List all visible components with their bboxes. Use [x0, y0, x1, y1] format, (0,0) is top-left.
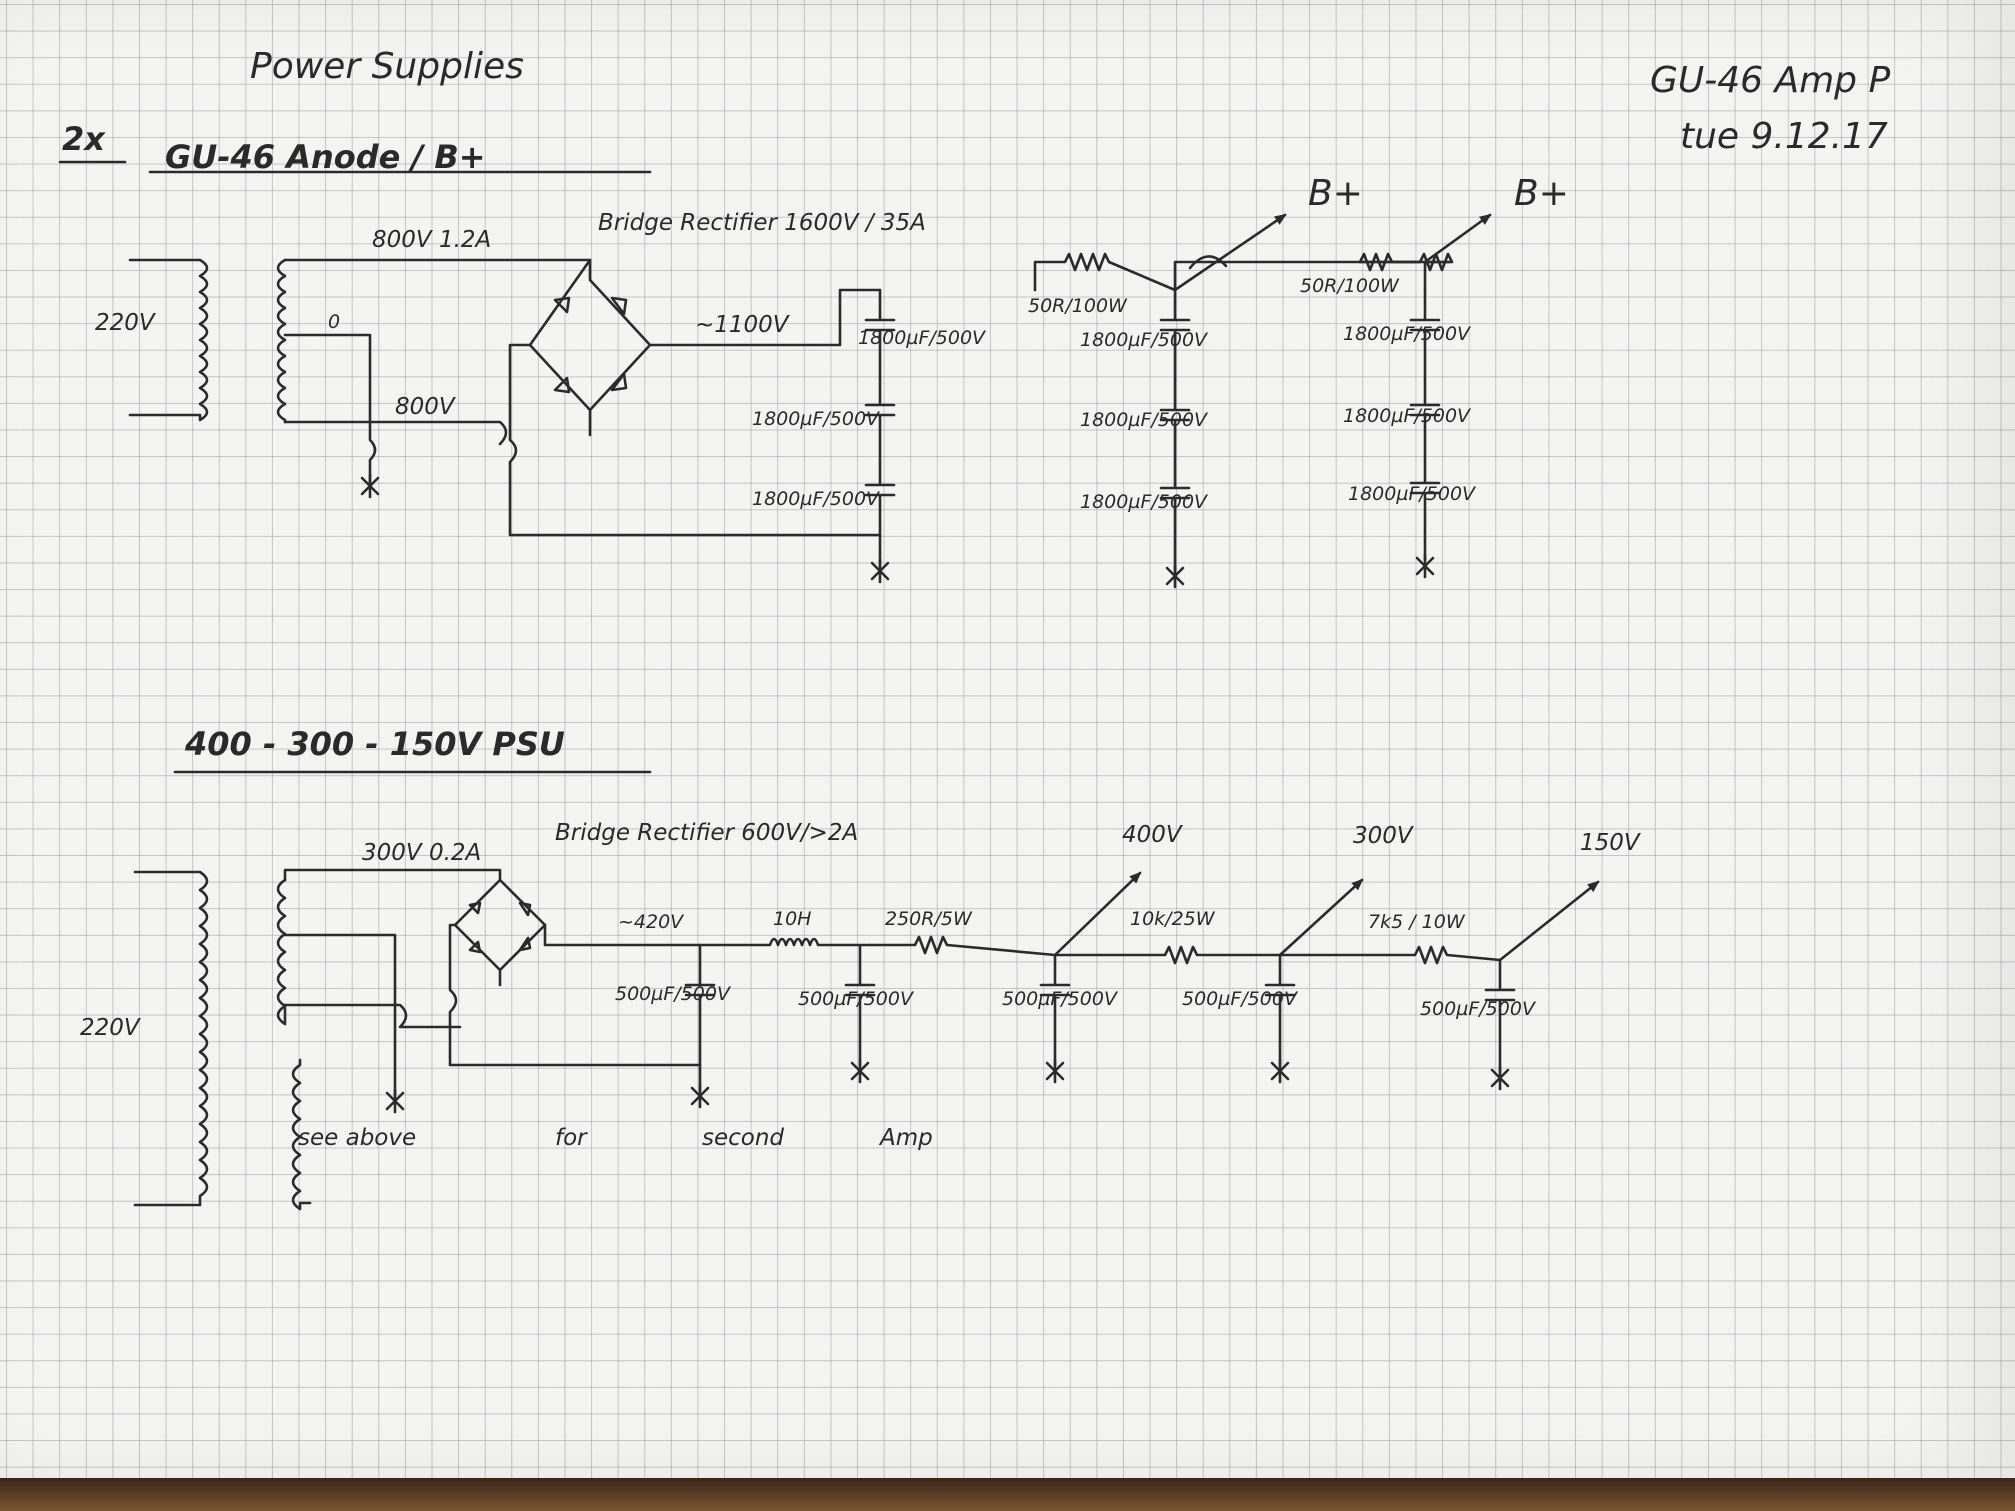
cap-a-label: 500µF/500V [615, 983, 732, 1005]
section1-prefix: 2x [62, 120, 106, 158]
page-title: Power Supplies [250, 46, 524, 87]
cap-stack-2-lines [1159, 288, 1191, 572]
cap3-ground [1415, 553, 1435, 579]
resistor2 [1358, 252, 1427, 292]
cap-d-ground [1270, 1058, 1290, 1084]
t2-primary-coil [133, 870, 209, 1207]
resistor-10k [1053, 945, 1282, 965]
t1-secondary-wiring [283, 258, 592, 484]
cap-b-label: 500µF/500V [798, 988, 915, 1010]
cap2b-label: 1800µF/500V [1080, 409, 1209, 431]
bridge2-output-label: ~420V [618, 911, 685, 933]
cap-e-label: 500µF/500V [1420, 998, 1537, 1020]
cap3c-label: 1800µF/500V [1348, 483, 1477, 505]
cap-d [1264, 953, 1296, 1067]
t1-secondary2-label: 800V [395, 394, 457, 420]
choke-label: 10H [773, 908, 811, 930]
t2-ground [385, 1088, 405, 1114]
t1-primary-label: 220V [95, 310, 157, 336]
bridge-rectifier-1: Bridge Rectifier 1600V / 35A ~1100V [508, 210, 926, 537]
r1-label: 250R/5W [885, 908, 973, 930]
rc-stage-1: 50R/100W 1800µF/500V 1800µF/500V 1800µF/… [1028, 173, 1454, 589]
choke-and-cap-b [698, 937, 876, 1067]
note-see-above: see above [298, 1125, 416, 1151]
cap-c-label: 500µF/500V [1002, 988, 1119, 1010]
cap3b-label: 1800µF/500V [1343, 405, 1472, 427]
cap1c-label: 1800µF/500V [752, 488, 881, 510]
note-amp: Amp [878, 1125, 933, 1151]
cap-a-ground [690, 1083, 710, 1109]
t1-primary-coil [128, 258, 209, 422]
bplus-arrow-2 [1423, 213, 1492, 264]
cap-stack-3-lines [1409, 288, 1441, 562]
cap-stack-1-lines [864, 288, 896, 567]
section2-title: 400 - 300 - 150V PSU [184, 725, 565, 763]
cap1-ground [870, 558, 890, 584]
graph-paper [0, 0, 2015, 1478]
cap-stack-1: 1800µF/500V 1800µF/500V 1800µF/500V [752, 288, 987, 584]
bplus-arrow-1 [1173, 213, 1287, 292]
r3-label: 7k5 / 10W [1368, 911, 1466, 933]
second-amp-coil [291, 1058, 312, 1211]
cap2a-label: 1800µF/500V [1080, 329, 1209, 351]
bridge1-diodes [553, 296, 628, 394]
bplus-label-1: B+ [1308, 173, 1363, 214]
bridge2-diamond [453, 878, 547, 972]
bridge2-label: Bridge Rectifier 600V/>2A [555, 820, 858, 846]
wire-crossover-1 [1188, 255, 1228, 270]
cap2-ground [1165, 563, 1185, 589]
bridge-rectifier-2: Bridge Rectifier 600V/>2A ~420V [448, 820, 858, 1067]
note-second: second [702, 1125, 784, 1151]
out-150-arrow [1498, 880, 1600, 962]
cap-a [684, 943, 716, 1092]
resistor-7k5 [1278, 945, 1502, 965]
resistor2-label: 50R/100W [1300, 275, 1400, 297]
resistor1-label: 50R/100W [1028, 295, 1128, 317]
bplus-label-2: B+ [1514, 173, 1569, 214]
out-300-label: 300V [1353, 823, 1415, 849]
cap-c-ground [1045, 1058, 1065, 1084]
cap1a-label: 1800µF/500V [858, 327, 987, 349]
cap-e-ground [1490, 1065, 1510, 1091]
bridge1-label: Bridge Rectifier 1600V / 35A [598, 210, 926, 236]
out-400-arrow [1053, 871, 1142, 957]
bridge2-wiring [448, 923, 702, 1067]
t1-secondary-coil [276, 258, 287, 424]
out-300-arrow [1278, 878, 1364, 957]
cap-b-ground [850, 1058, 870, 1084]
transformer-1: 220V 0 800V 1.2A 800V [95, 227, 592, 499]
t1-secondary-label: 800V 1.2A [372, 227, 491, 253]
t1-tap-label: 0 [328, 311, 340, 333]
out-150-label: 150V [1580, 830, 1642, 856]
cap3a-label: 1800µF/500V [1343, 323, 1472, 345]
r2-label: 10k/25W [1130, 908, 1216, 930]
date-label: tue 9.12.17 [1680, 116, 1888, 157]
table-surface [0, 1478, 2015, 1511]
t2-secondary-label: 300V 0.2A [362, 840, 481, 866]
bridge1-wiring [508, 288, 882, 537]
t1-ground [360, 473, 380, 499]
cap-c [1039, 953, 1071, 1067]
cap1b-label: 1800µF/500V [752, 408, 881, 430]
resistor-250r [868, 935, 1057, 957]
project-title: GU-46 Amp P [1650, 60, 1890, 101]
cap-d-label: 500µF/500V [1182, 988, 1299, 1010]
filter-chain: 500µF/500V 10H 500µF/500V 250R/5W 500µF/… [615, 822, 1642, 1109]
bridge1-output-label: ~1100V [695, 312, 791, 338]
transformer-2: 220V 300V 0.2A see above for second Amp [80, 840, 933, 1211]
rc-stage-2: 50R/100W 1800µF/500V 1800µF/500V 1800µF/… [1300, 173, 1569, 579]
section1-title: GU-46 Anode / B+ [165, 138, 486, 176]
note-for: for [555, 1125, 588, 1151]
bridge1-diamond [528, 258, 652, 412]
out-400-label: 400V [1122, 822, 1184, 848]
t2-secondary-wiring [283, 868, 502, 1097]
t2-primary-label: 220V [80, 1015, 142, 1041]
bridge2-diodes [468, 901, 532, 954]
cap-e [1484, 958, 1516, 1074]
cap2c-label: 1800µF/500V [1080, 491, 1209, 513]
t2-secondary-coil [276, 878, 287, 1026]
